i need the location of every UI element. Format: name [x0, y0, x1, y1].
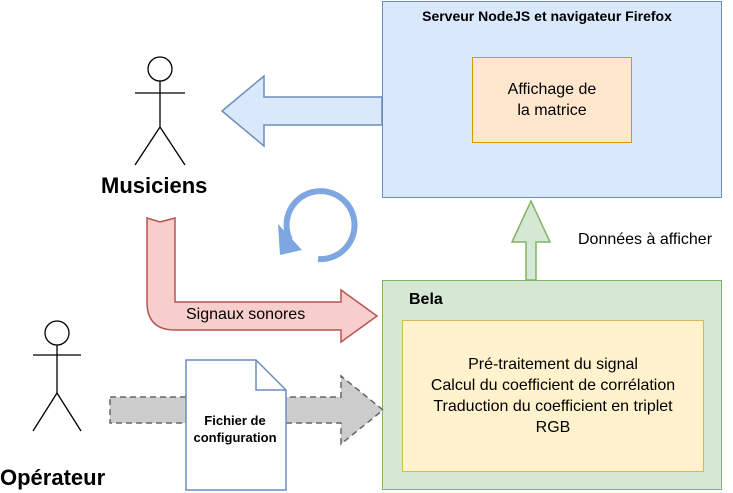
server-title: Serveur NodeJS et navigateur Firefox: [422, 8, 672, 24]
processing-box: Pré-traitement du signal Calcul du coeff…: [402, 320, 704, 472]
config-file-line1: Fichier de: [204, 413, 266, 428]
matrix-label-line1: Affichage de: [507, 81, 597, 98]
config-file-line2: configuration: [193, 430, 277, 445]
data-arrow: [510, 199, 552, 281]
matrix-display-box: Affichage de la matrice: [472, 57, 632, 143]
refresh-cycle-icon: [278, 188, 358, 263]
signal-arrow-label: Signaux sonores: [186, 306, 306, 323]
output-arrow: [220, 74, 383, 148]
signal-arrow: [146, 216, 379, 344]
processing-line-3: Traduction du coefficient en triplet: [433, 398, 673, 415]
data-arrow-label: Données à afficher: [578, 231, 713, 248]
musiciens-label: Musiciens: [101, 173, 208, 198]
processing-line-2: Calcul du coefficient de corrélation: [430, 377, 676, 394]
bela-title: Bela: [409, 291, 443, 308]
processing-line-4: RGB: [535, 419, 571, 436]
musiciens-actor-icon: [134, 56, 186, 166]
config-file-label: Fichier de configuration: [186, 412, 284, 446]
document-icon: [185, 359, 287, 491]
operateur-actor-icon: [32, 320, 82, 432]
operateur-label: Opérateur: [0, 465, 106, 490]
processing-line-1: Pré-traitement du signal: [468, 356, 638, 373]
matrix-label-line2: la matrice: [517, 102, 587, 119]
